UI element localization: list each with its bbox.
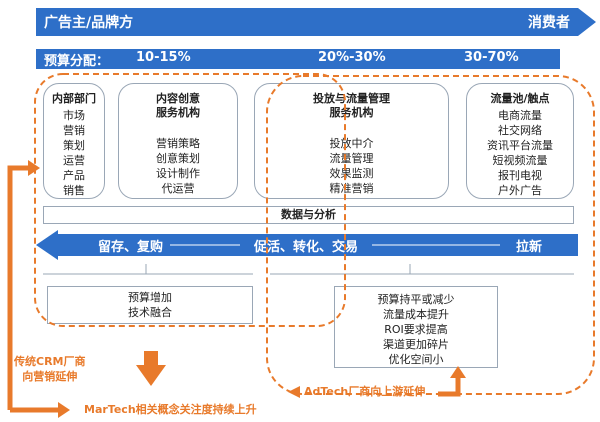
- list-item: 效果监测: [329, 167, 374, 180]
- note-item: 技术融合: [128, 306, 172, 319]
- budget-label: 预算分配：: [44, 54, 110, 69]
- list-item: 营销: [63, 124, 85, 137]
- list-item: 营销策略: [156, 137, 200, 150]
- left-note-box: 预算增加 技术融合: [47, 286, 253, 324]
- list-item: 市场: [63, 109, 85, 122]
- budget-pct-3: 30-70%: [464, 50, 519, 65]
- list-item: 产品: [63, 169, 85, 182]
- list-item: 短视频流量: [492, 154, 548, 167]
- budget-pct-2: 20%-30%: [318, 50, 386, 65]
- box-title: 内容创意 服务机构: [119, 92, 237, 120]
- note-item: 预算增加: [128, 291, 172, 304]
- note-item: 流量成本提升: [383, 308, 449, 321]
- flow-conversion: 促活、转化、交易: [254, 240, 359, 255]
- box-title-line-1: 内容创意: [156, 92, 200, 105]
- list-item: 代运营: [161, 182, 195, 195]
- crm-label: 传统CRM厂商 向营销延伸: [14, 354, 86, 384]
- crm-line-1: 传统CRM厂商: [14, 355, 86, 368]
- box-title: 投放与流量管理 服务机构: [255, 92, 448, 120]
- right-note-box: 预算持平或减少 流量成本提升 ROI要求提高 渠道更加碎片 优化空间小: [334, 286, 498, 368]
- list-item: 销售: [63, 184, 85, 197]
- budget-pct-1: 10-15%: [136, 50, 191, 65]
- budget-bar: 预算分配： 10-15% 20%-30% 30-70%: [36, 49, 560, 69]
- note-item: 优化空间小: [388, 353, 444, 366]
- martech-label: MarTech相关概念关注度持续上升: [84, 403, 257, 416]
- data-analysis-bar: 数据与分析: [43, 206, 574, 224]
- note-item: ROI要求提高: [384, 323, 448, 336]
- adtech-label: AdTech厂商向上游延伸: [304, 385, 426, 398]
- top-arrow: [36, 8, 596, 36]
- list-item: 电商流量: [498, 109, 542, 122]
- list-item: 户外广告: [498, 184, 542, 197]
- list-item: 资讯平台流量: [487, 139, 553, 152]
- traffic-pool-box: 流量池/触点 电商流量 社交网络 资讯平台流量 短视频流量 报刊电视 户外广告: [466, 83, 574, 199]
- internal-dept-box: 内部部门 市场 营销 策划 运营 产品 销售: [43, 83, 105, 199]
- list-item: 精准营销: [329, 182, 374, 195]
- note-item: 预算持平或减少: [377, 293, 455, 306]
- advertiser-label: 广告主/品牌方: [44, 15, 134, 31]
- list-item: 运营: [63, 154, 85, 167]
- data-analysis-label: 数据与分析: [281, 208, 336, 221]
- flow-retention: 留存、复购: [98, 240, 164, 255]
- box-title-line-1: 投放与流量管理: [313, 92, 390, 105]
- note-item: 渠道更加碎片: [383, 338, 449, 351]
- creative-agency-box: 内容创意 服务机构 营销策略 创意策划 设计制作 代运营: [118, 83, 238, 199]
- connector-lines: [43, 264, 574, 275]
- list-item: 报刊电视: [498, 169, 542, 182]
- list-item: 社交网络: [498, 124, 542, 137]
- box-title-line-2: 服务机构: [156, 106, 200, 119]
- consumer-label: 消费者: [528, 15, 570, 31]
- list-item: 设计制作: [156, 167, 200, 180]
- crm-line-2: 向营销延伸: [22, 370, 78, 383]
- box-title-line-2: 服务机构: [329, 106, 374, 119]
- box-title: 内部部门: [52, 92, 96, 105]
- list-item: 投放中介: [329, 137, 374, 150]
- list-item: 创意策划: [156, 152, 200, 165]
- flow-arrow: [36, 230, 578, 260]
- flow-acquisition: 拉新: [516, 240, 543, 255]
- list-item: 流量管理: [329, 152, 374, 165]
- box-title: 流量池/触点: [490, 92, 550, 105]
- media-agency-box: 投放与流量管理 服务机构 投放中介 流量管理 效果监测 精准营销: [254, 83, 449, 199]
- list-item: 策划: [63, 139, 85, 152]
